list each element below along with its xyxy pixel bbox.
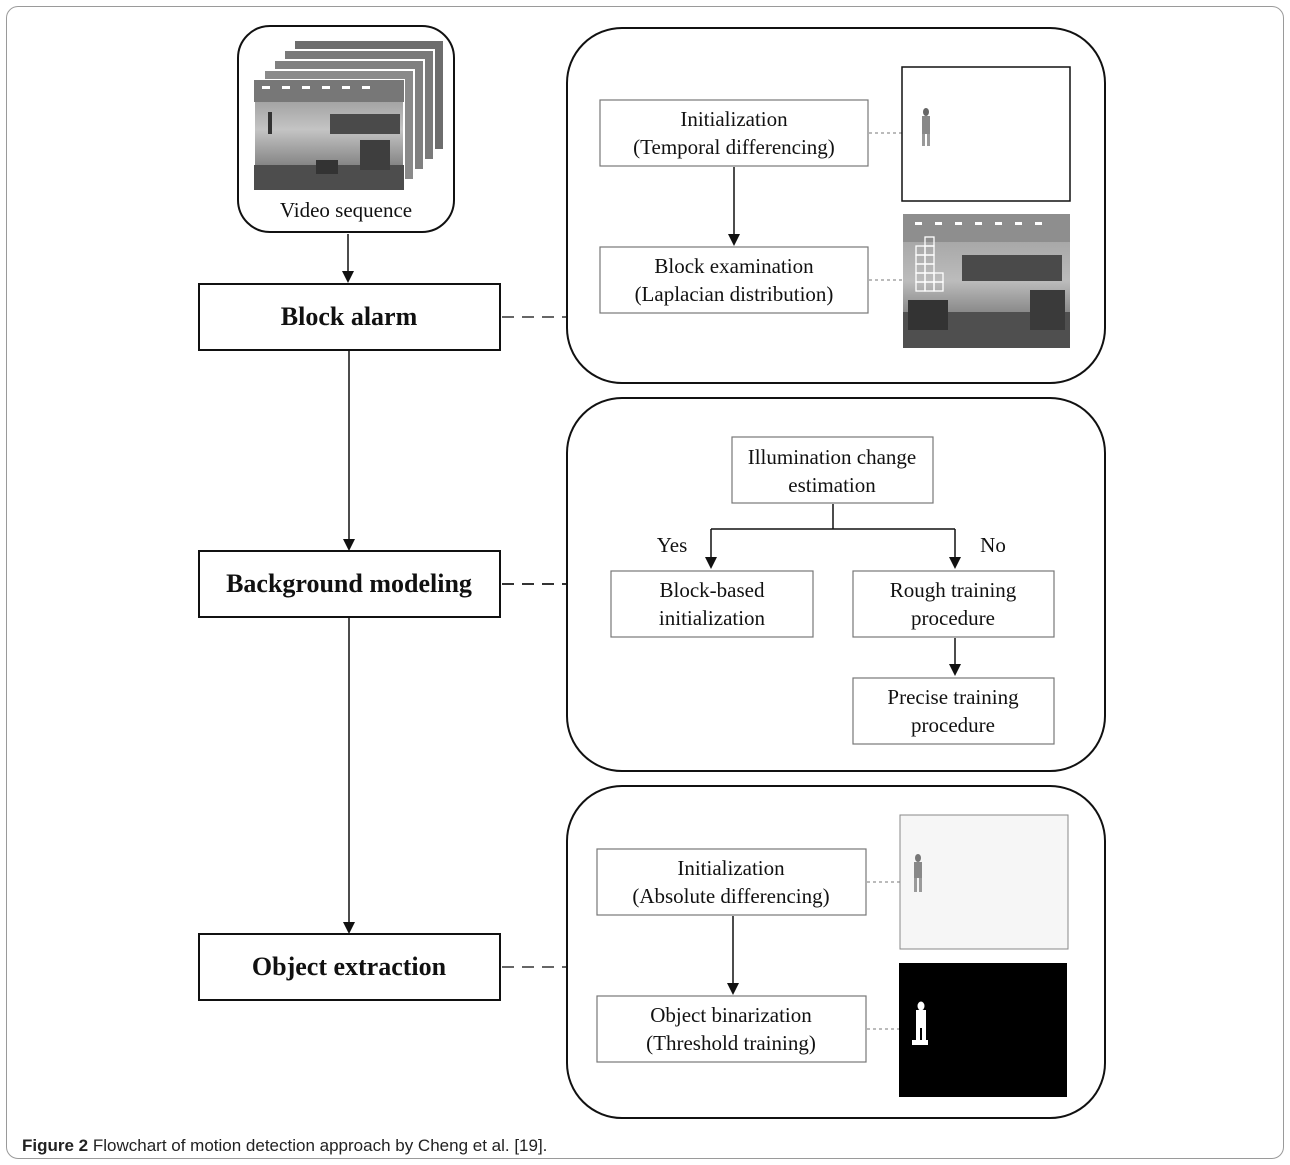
illumination-box (731, 436, 934, 504)
block-based-line2: initialization (659, 606, 766, 630)
rough-training-line1: Rough training (890, 578, 1017, 602)
absolute-init-box (596, 848, 867, 916)
rough-training-box (852, 570, 1055, 638)
absolute-init-line2: (Absolute differencing) (632, 884, 829, 908)
temporal-init-line1: Initialization (680, 107, 788, 131)
figure-caption: Figure 2 Flowchart of motion detection a… (22, 1136, 547, 1156)
background-modeling-box: Background modeling (198, 550, 501, 618)
background-modeling-panel: Illumination change estimation Yes No Bl… (566, 397, 1106, 772)
caption-label: Figure 2 (22, 1136, 89, 1155)
block-alarm-panel: Initialization (Temporal differencing) B… (566, 27, 1106, 384)
block-exam-box (599, 246, 869, 314)
branch-connector (711, 504, 955, 530)
absolute-difference-image (899, 814, 1069, 950)
precise-training-line2: procedure (911, 713, 995, 737)
block-based-line1: Block-based (660, 578, 765, 602)
binary-mask-image (899, 963, 1067, 1097)
video-frames-stack (253, 39, 445, 191)
block-alarm-box: Block alarm (198, 283, 501, 351)
video-sequence-label: Video sequence (280, 198, 412, 222)
no-label: No (980, 533, 1006, 557)
illumination-line1: Illumination change (748, 445, 917, 469)
temporal-init-box (599, 99, 869, 167)
precise-training-box (852, 677, 1055, 745)
object-extraction-label: Object extraction (252, 952, 447, 981)
precise-training-line1: Precise training (887, 685, 1019, 709)
block-exam-line2: (Laplacian distribution) (635, 282, 834, 306)
temporal-init-line2: (Temporal differencing) (633, 135, 835, 159)
block-exam-line1: Block examination (654, 254, 814, 278)
binarization-line1: Object binarization (650, 1003, 812, 1027)
background-modeling-label: Background modeling (226, 569, 472, 598)
figure-frame (6, 6, 1284, 1159)
object-extraction-box: Object extraction (198, 933, 501, 1001)
block-examination-image (903, 214, 1070, 348)
binarization-box (596, 995, 867, 1063)
block-based-init-box (610, 570, 814, 638)
yes-label: Yes (657, 533, 688, 557)
temporal-difference-image (901, 66, 1071, 202)
video-sequence-box: Video sequence (237, 25, 455, 233)
absolute-init-line1: Initialization (677, 856, 785, 880)
block-alarm-label: Block alarm (281, 302, 418, 331)
object-extraction-panel: Initialization (Absolute differencing) O… (566, 785, 1106, 1119)
binarization-line2: (Threshold training) (646, 1031, 816, 1055)
caption-text: Flowchart of motion detection approach b… (92, 1136, 548, 1155)
rough-training-line2: procedure (911, 606, 995, 630)
illumination-line2: estimation (788, 473, 876, 497)
